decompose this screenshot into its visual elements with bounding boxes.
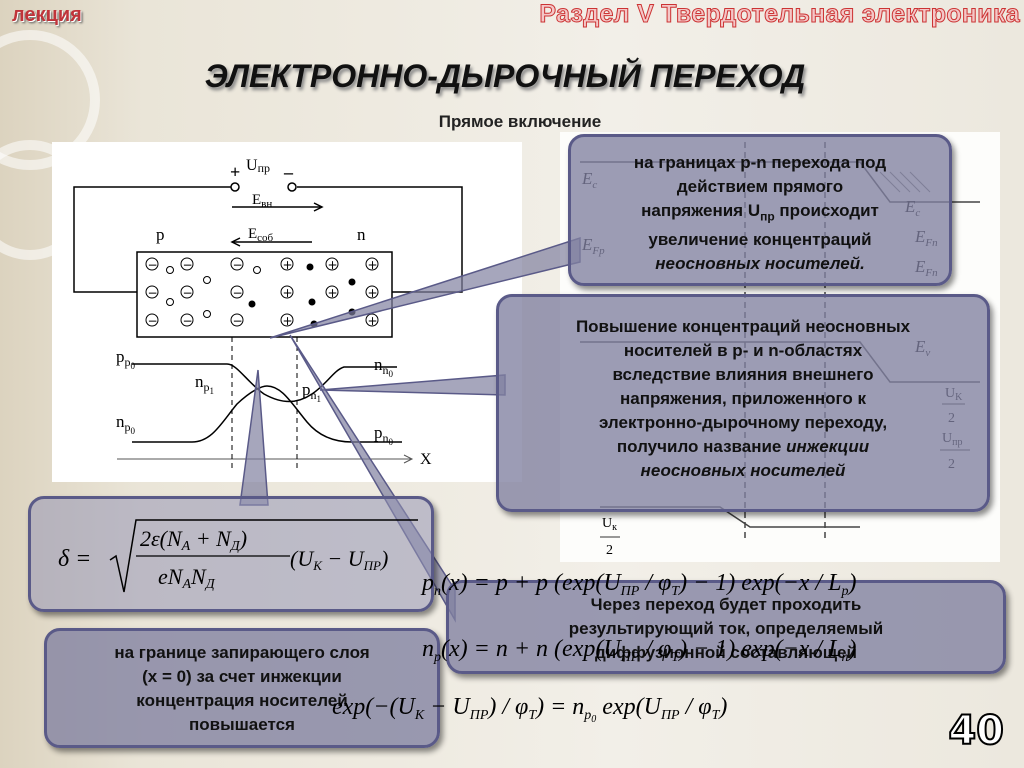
pp0-label: pp0 (116, 347, 136, 371)
callout-boundary-concentration: на границах p-n перехода под действием п… (568, 134, 952, 286)
svg-text:−: − (233, 314, 243, 328)
curve-top (132, 363, 397, 403)
np-formula: np(x) = n + n (exp(UПР / φT) − 1) exp(−x… (422, 636, 856, 665)
svg-text:−: − (183, 258, 193, 272)
curve-pn (266, 385, 402, 443)
svg-text:+: + (328, 258, 338, 272)
semiconductor-body (136, 251, 393, 338)
svg-text:−: − (183, 286, 193, 300)
svg-text:+: + (283, 314, 293, 328)
circuit-wire-left (73, 186, 232, 293)
svg-text:+: + (368, 314, 378, 328)
p-region-label: p (156, 225, 165, 244)
e-external-label: Eвн (252, 192, 272, 210)
page-number: 40 (947, 707, 1005, 755)
minus-terminal: – (283, 162, 294, 182)
diagram-panel (52, 142, 522, 482)
svg-text:−: − (233, 286, 243, 300)
hole-symbols: − − − − − − − − − (145, 257, 261, 328)
pn1-label: pn1 (302, 380, 321, 404)
section-title: Раздел V Твердотельная электроника (539, 0, 1020, 29)
uk-den: 2 (606, 543, 613, 558)
slide-subtitle: Прямое включение (438, 112, 602, 131)
np1-label: np1 (195, 372, 214, 396)
svg-text:−: − (148, 258, 158, 272)
pn-formula: pn(x) = p + p (exp(UПР / φT) − 1) exp(−x… (420, 570, 856, 599)
callout-boundary-injection: на границе запирающего слоя (x = 0) за с… (44, 628, 440, 748)
e-own-label: Eсоб (248, 226, 274, 244)
voltage-label: Uпр (246, 157, 270, 175)
plus-terminal: + (230, 162, 240, 182)
delta-denominator: eNANД (158, 564, 216, 592)
svg-text:−: − (148, 286, 158, 300)
callout-injection-definition: Повышение концентраций неосновных носите… (496, 294, 990, 512)
svg-text:+: + (283, 286, 293, 300)
pointer-middle-callout (319, 374, 506, 396)
lecture-label: лекция (12, 4, 82, 26)
n-region-label: n (357, 225, 366, 244)
np0-label: np0 (116, 412, 136, 436)
svg-text:+: + (328, 286, 338, 300)
svg-text:−: − (183, 314, 193, 328)
delta-numerator: 2ε(NA + NД) (140, 526, 247, 554)
concentration-formulas: pn(x) = p + p (exp(UПР / φT) − 1) exp(−x… (420, 570, 856, 665)
x-axis-label: X (420, 451, 432, 468)
callout-resulting-current: Через переход будет проходить результиру… (446, 580, 1006, 674)
svg-text:+: + (368, 286, 378, 300)
pointer-formula-box (239, 369, 269, 506)
delta-formula: δ = 2ε(NA + NД) eNANД (UK − UПР) (58, 519, 418, 593)
delta-symbol: δ = (58, 546, 91, 572)
exp-formula: exp(−(UK − UПР) / φT) = np0 exp(UПР / φT… (332, 694, 727, 725)
svg-text:+: + (368, 258, 378, 272)
uk-label: Uк (602, 516, 617, 533)
delta-tail: (UK − UПР) (290, 546, 388, 573)
page-title: ЭЛЕКТРОННО-ДЫРОЧНЫЙ ПЕРЕХОД (204, 58, 806, 94)
svg-text:+: + (283, 258, 293, 272)
svg-text:−: − (148, 314, 158, 328)
formula-box-delta (28, 496, 434, 612)
nn0-label: nn0 (374, 355, 394, 379)
exp-formula-text: exp(−(UK − UПР) / φT) = np0 exp(UПР / φT… (332, 694, 727, 725)
curve-np (132, 385, 268, 443)
pn0-label: pn0 (374, 423, 394, 447)
svg-text:−: − (233, 258, 243, 272)
